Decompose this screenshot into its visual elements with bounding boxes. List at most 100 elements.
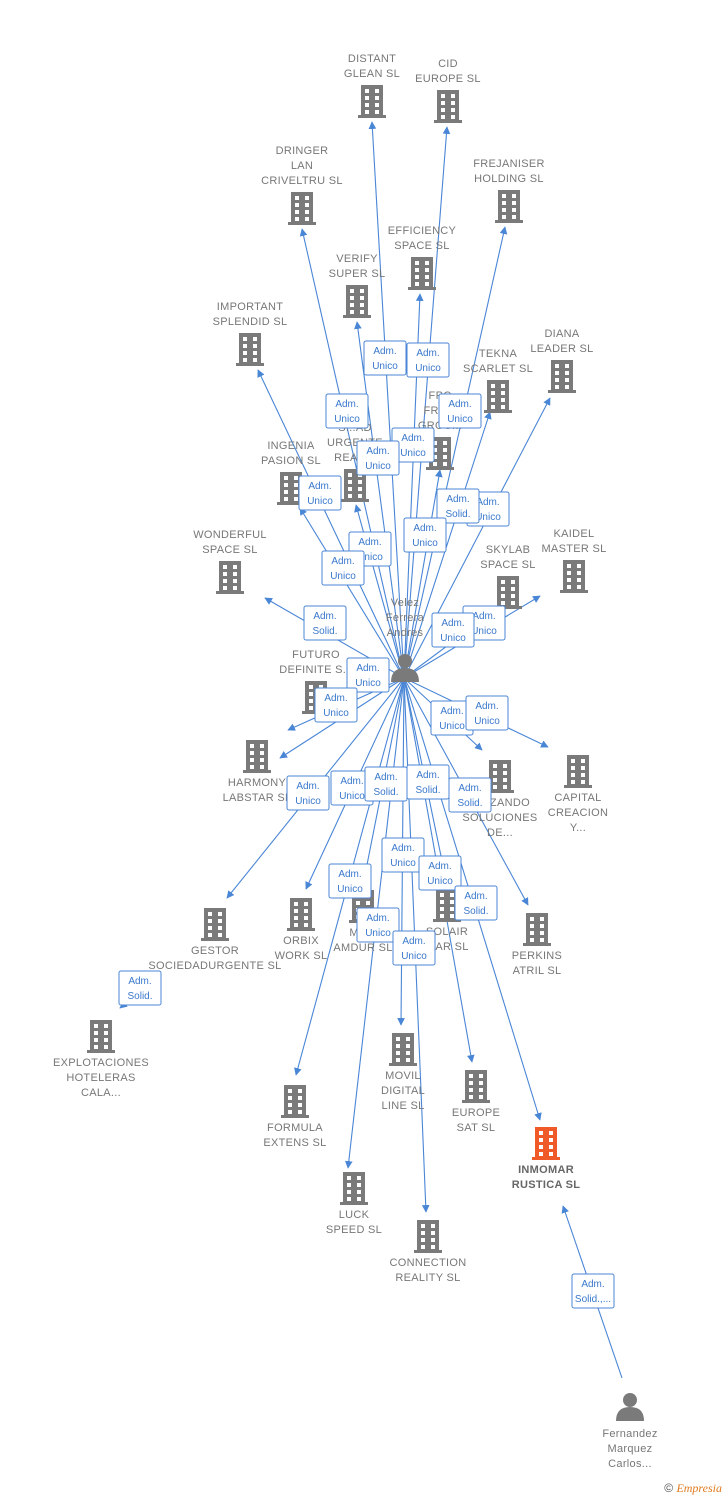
edge-label-text: Solid.: [127, 991, 152, 1002]
building-icon: [408, 257, 436, 290]
edge-label-text: Solid.,...: [575, 1294, 611, 1305]
edge-label-text: Adm.: [458, 783, 481, 794]
company-label: ...AR SL: [425, 941, 468, 953]
company-node-capital[interactable]: CAPITALCREACIONY...: [548, 755, 608, 834]
edge-label-text: Adm.: [464, 891, 487, 902]
edge-label-text: Solid.: [457, 798, 482, 809]
edge-label-text: Unico: [415, 363, 441, 374]
company-label: EUROPE: [452, 1107, 500, 1119]
edge-label-lizando[interactable]: Adm.Unico: [430, 700, 474, 736]
edge-label-futuro[interactable]: Adm.Unico: [346, 657, 390, 693]
edge-label-box: [303, 605, 347, 641]
edge-label-frejaniser[interactable]: Adm.Unico: [438, 393, 482, 429]
edge-label-movil[interactable]: Adm.Unico: [381, 837, 425, 873]
company-label: LUCK: [339, 1209, 370, 1221]
edge-label-text: Adm.: [441, 618, 464, 629]
edge-label-text: Adm.: [476, 497, 499, 508]
edge-label-box: [325, 393, 369, 429]
building-icon: [201, 908, 229, 941]
edge-label-mar[interactable]: Adm.Solid.: [364, 766, 408, 802]
edge-label-solair[interactable]: Adm.Solid.: [406, 764, 450, 800]
person-label: Fernandez: [602, 1428, 657, 1440]
edge-label-skylab[interactable]: Adm.Unico: [431, 612, 475, 648]
company-node-solair[interactable]: SOLAIR...AR SL: [425, 889, 468, 953]
edge-label-inmomar[interactable]: Adm.Solid.: [454, 885, 498, 921]
edge-label-text: Adm.: [416, 770, 439, 781]
building-icon: [243, 740, 271, 773]
company-label: SPACE SL: [394, 240, 449, 252]
edge-label-tekna[interactable]: Adm.Solid.: [436, 488, 480, 524]
company-label: ATRIL SL: [513, 965, 562, 977]
company-label: DIANA: [544, 328, 579, 340]
edge-label-box: [381, 837, 425, 873]
person-label: Velez: [391, 597, 419, 609]
edge-label-wonderful[interactable]: Adm.Solid.: [303, 605, 347, 641]
edge-label-harmony[interactable]: Adm.Unico: [314, 687, 358, 723]
edge-label-text: Adm.: [373, 346, 396, 357]
footer-brand[interactable]: © Empresia: [664, 1481, 722, 1496]
edge-label-text: Adm.: [308, 481, 331, 492]
edge-label-gestor[interactable]: Adm.Unico: [286, 775, 330, 811]
edge-label-connection[interactable]: Adm.Unico: [392, 930, 436, 966]
edge-label-dringer[interactable]: Adm.Unico: [325, 393, 369, 429]
edge-label-luck[interactable]: Adm.Unico: [356, 907, 400, 943]
edge-label-fernandez_inmomar[interactable]: Adm.Solid.,...: [571, 1273, 615, 1309]
edge-label-ingenia[interactable]: Adm.Unico: [321, 550, 365, 586]
edge-label-important[interactable]: Adm.Unico: [298, 475, 342, 511]
company-label: INGENIA: [267, 440, 315, 452]
edge-label-europesat[interactable]: Adm.Unico: [418, 855, 462, 891]
edge-label-text: Adm.: [366, 446, 389, 457]
edge-label-distant[interactable]: Adm.Unico: [363, 340, 407, 376]
edge-label-verify[interactable]: Adm.Unico: [356, 440, 400, 476]
company-label: AMDUR SL: [333, 942, 392, 954]
edge-label-cid[interactable]: Adm.Unico: [406, 342, 450, 378]
edge-label-box: [571, 1273, 615, 1309]
edge-label-fpc[interactable]: Adm.Unico: [403, 517, 447, 553]
company-node-explotaciones[interactable]: EXPLOTACIONESHOTELERASCALA...: [53, 1020, 149, 1099]
company-label: KAIDEL: [554, 528, 595, 540]
company-label: CID: [438, 58, 458, 70]
building-icon: [532, 1127, 560, 1160]
edge-label-box: [286, 775, 330, 811]
edge-label-text: Unico: [427, 876, 453, 887]
person-node-fernandez[interactable]: FernandezMarquezCarlos...: [602, 1393, 657, 1470]
edge-label-capital[interactable]: Adm.Unico: [465, 695, 509, 731]
company-node-lizando[interactable]: ...LIZANDOSOLUCIONESDE...: [462, 760, 537, 839]
edge-label-text: Unico: [390, 858, 416, 869]
edge-label-efficiency[interactable]: Adm.Unico: [391, 427, 435, 463]
edge-label-box: [298, 475, 342, 511]
edge-label-box: [328, 863, 372, 899]
edge-label-text: Adm.: [338, 869, 361, 880]
edge-label-text: Adm.: [374, 772, 397, 783]
edge-label-formula[interactable]: Adm.Unico: [328, 863, 372, 899]
edge-label-gestor_explotaciones[interactable]: Adm.Solid.: [118, 970, 162, 1006]
edge-label-text: Unico: [355, 678, 381, 689]
edge-label-perkins[interactable]: Adm. Solid.: [448, 777, 492, 813]
